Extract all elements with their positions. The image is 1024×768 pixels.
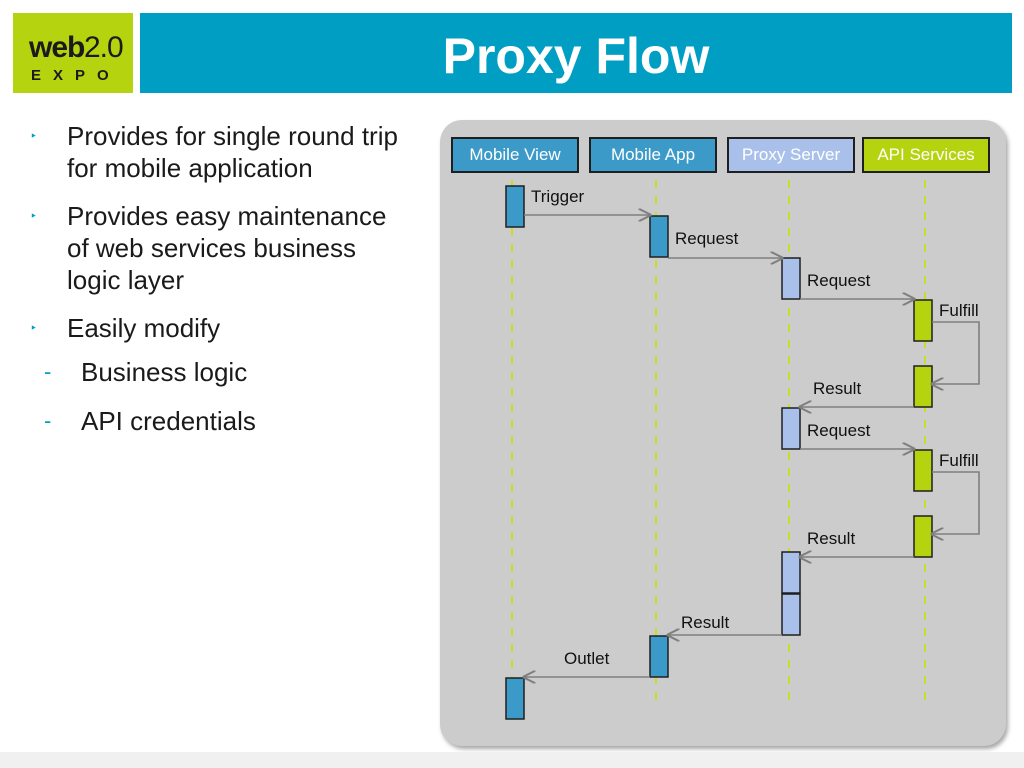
message-label-result: Result: [681, 613, 729, 632]
bullet-text: Provides for single round trip for mobil…: [67, 121, 398, 183]
actor-mobile-app: Mobile App: [589, 137, 717, 173]
bullet-item: ‣ Provides easy maintenance of web servi…: [30, 200, 410, 296]
footer-strip: [0, 752, 1024, 768]
activation-mobile-app: [649, 635, 669, 678]
bullet-marker-icon: ‣: [30, 209, 38, 223]
bullet-marker-icon: ‣: [30, 321, 38, 335]
activation-api-services: [913, 449, 933, 492]
activation-mobile-view: [505, 677, 525, 720]
sub-bullet-item: - Business logic: [30, 356, 410, 388]
message-label-outlet: Outlet: [564, 649, 610, 668]
actor-api-services: API Services: [862, 137, 990, 173]
activation-proxy-server: [781, 257, 801, 300]
bullet-list: ‣ Provides for single round trip for mob…: [30, 120, 410, 454]
dash-marker-icon: -: [44, 408, 52, 433]
message-label-request: Request: [807, 271, 871, 290]
activation-api-services: [913, 515, 933, 558]
activation-proxy-server: [781, 593, 801, 636]
activation-proxy-server: [781, 551, 801, 594]
dash-marker-icon: -: [44, 359, 52, 384]
message-label-trigger: Trigger: [531, 187, 585, 206]
activation-mobile-view: [505, 185, 525, 228]
bullet-marker-icon: ‣: [30, 129, 38, 143]
logo-expo-text: EXPO: [31, 67, 121, 84]
message-label-request: Request: [807, 421, 871, 440]
message-label-fulfill: Fulfill: [939, 451, 979, 470]
bullet-item: ‣ Easily modify: [30, 312, 410, 344]
sub-bullet-text: API credentials: [81, 406, 256, 436]
message-label-fulfill: Fulfill: [939, 301, 979, 320]
sub-bullet-text: Business logic: [81, 357, 248, 387]
logo-version-text: 2.0: [84, 31, 124, 64]
activation-mobile-app: [649, 215, 669, 258]
message-label-result: Result: [813, 379, 861, 398]
activation-proxy-server: [781, 407, 801, 450]
logo-web-text: web: [29, 31, 85, 64]
activation-api-services: [913, 365, 933, 408]
message-label-request: Request: [675, 229, 739, 248]
web20-expo-logo: web 2.0 EXPO: [13, 13, 133, 93]
message-arrow-fulfill: [932, 321, 980, 384]
slide-title: Proxy Flow: [442, 28, 710, 84]
bullet-text: Easily modify: [67, 313, 221, 343]
message-label-result: Result: [807, 529, 855, 548]
actor-proxy-server: Proxy Server: [727, 137, 855, 173]
sequence-diagram-panel: [440, 120, 1006, 746]
bullet-item: ‣ Provides for single round trip for mob…: [30, 120, 410, 184]
title-banner: Proxy Flow: [140, 13, 1012, 93]
bullet-text: Provides easy maintenance of web service…: [67, 201, 387, 295]
sub-bullet-item: - API credentials: [30, 405, 410, 437]
activation-api-services: [913, 299, 933, 342]
message-arrow-fulfill: [932, 471, 980, 534]
actor-mobile-view: Mobile View: [451, 137, 579, 173]
